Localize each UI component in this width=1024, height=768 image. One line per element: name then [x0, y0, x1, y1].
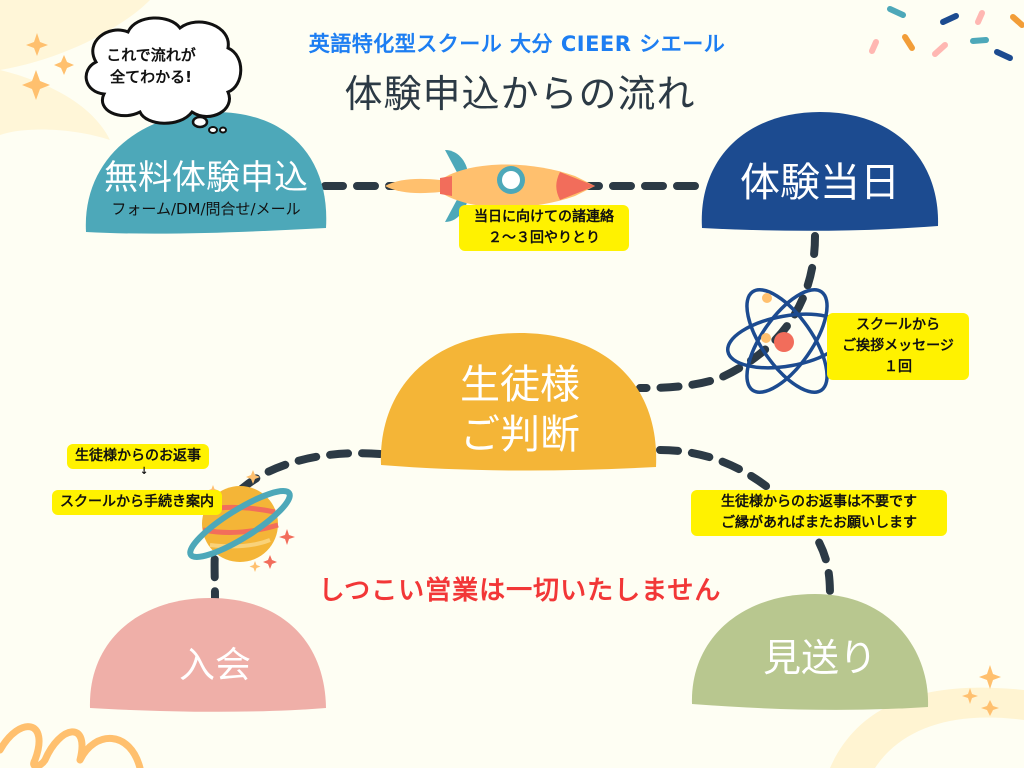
step-decision-line: 生徒様 [460, 362, 580, 408]
atom-icon [726, 288, 848, 394]
note-line: １回 [884, 359, 912, 375]
step-shape-join [89, 598, 326, 712]
note-line: スクールから [856, 317, 940, 333]
page-title: 体験申込からの流れ [344, 72, 696, 116]
rocket-icon [385, 150, 595, 222]
callout-text: これで流れが 全てわかる! [86, 44, 216, 88]
arrow-down-icon: ↓ [140, 466, 149, 477]
note-line: ご縁があればまたお願いします [721, 515, 917, 531]
note-line: 当日に向けての諸連絡 [474, 209, 614, 225]
step-join-title: 入会 [178, 645, 251, 686]
step-trial-day-title: 体験当日 [740, 160, 900, 206]
step-decision-line: ご判断 [460, 412, 580, 458]
note-line: ご挨拶メッセージ [842, 338, 954, 354]
step-shape-decline [691, 594, 929, 710]
step-shape-application [85, 112, 327, 234]
sparkle-icon [962, 665, 1001, 716]
callout-line: 全てわかる! [110, 68, 192, 86]
sparkle-icon [22, 33, 74, 100]
note-line: ２～３回やりとり [488, 230, 600, 246]
note-join-step1: 生徒様からのお返事 [67, 444, 209, 469]
step-decision-title: 生徒様 ご判断 [400, 360, 640, 460]
note-before-trial: 当日に向けての諸連絡 ２～３回やりとり [459, 205, 629, 251]
confetti-icon [869, 6, 1024, 61]
step-shape-decision [380, 333, 657, 471]
squiggle-decor [0, 723, 144, 768]
thought-cloud [84, 16, 243, 134]
note-line: 生徒様からのお返事は不要です [721, 494, 917, 510]
school-name: 英語特化型スクール 大分 CIEER シエール [308, 32, 726, 56]
corner-arch [830, 687, 1024, 768]
corner-blob [0, 70, 110, 140]
step-decline-title: 見送り [762, 636, 877, 680]
callout-line: これで流れが [106, 46, 196, 64]
step-application-subtitle: フォーム/DM/問合せ/メール [111, 200, 301, 218]
step-application-title: 無料体験申込 [104, 158, 308, 198]
note-decline: 生徒様からのお返事は不要です ご縁があればまたお願いします [691, 490, 947, 536]
step-shape-trial-day [701, 112, 939, 231]
note-join-step2: スクールから手続き案内 [52, 490, 222, 515]
no-hard-sell-notice: しつこい営業は一切いたしません [318, 576, 722, 606]
note-after-trial: スクールから ご挨拶メッセージ １回 [827, 313, 969, 380]
